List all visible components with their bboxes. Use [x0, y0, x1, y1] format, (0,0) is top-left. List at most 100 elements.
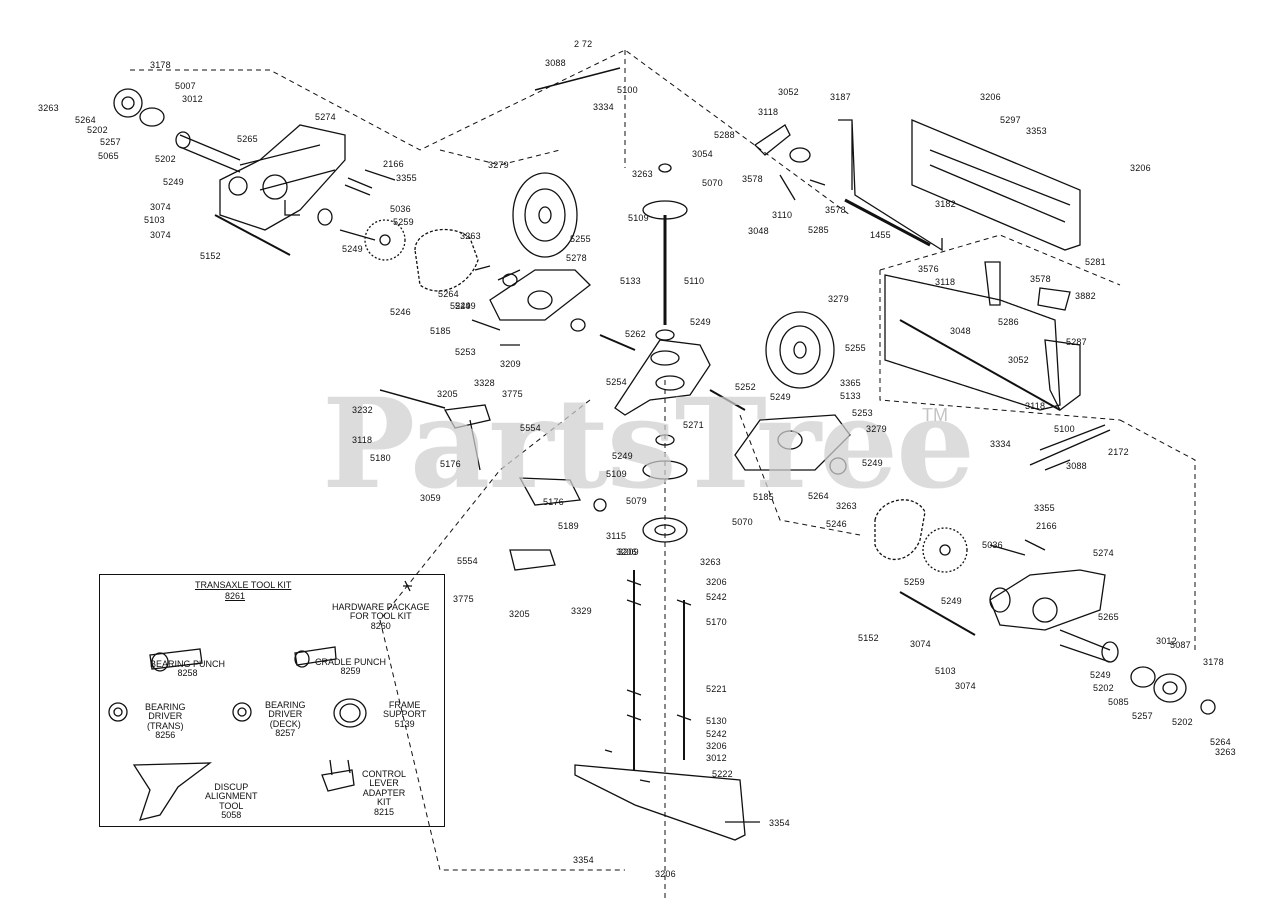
part-callout: 5103 — [935, 666, 956, 676]
part-callout: 5253 — [852, 408, 873, 418]
part-callout: 3074 — [150, 202, 171, 212]
part-callout: 3012 — [182, 94, 203, 104]
part-callout: 5264 — [1210, 737, 1231, 747]
part-callout: 5246 — [826, 519, 847, 529]
part-callout: 5249 — [690, 317, 711, 327]
part-callout: 5185 — [753, 492, 774, 502]
part-callout: 5246 — [390, 307, 411, 317]
part-callout: 5264 — [75, 115, 96, 125]
part-callout: 5242 — [706, 592, 727, 602]
left-transaxle-drawing — [113, 88, 406, 261]
part-callout: 3354 — [769, 818, 790, 828]
part-callout: 5249 — [941, 596, 962, 606]
watermark: PartsTree — [322, 372, 975, 517]
part-callout: 3263 — [632, 169, 653, 179]
tool-kit-panel: TRANSAXLE TOOL KIT 8261 HARDWARE PACKAGE… — [99, 574, 445, 827]
part-callout: 5249 — [770, 392, 791, 402]
part-callout: 3118 — [1025, 401, 1046, 411]
part-callout: 5257 — [1132, 711, 1153, 721]
part-callout: 3206 — [1130, 163, 1151, 173]
part-callout: 3074 — [955, 681, 976, 691]
tool-kit-drawing — [108, 580, 412, 821]
part-callout: 5262 — [625, 329, 646, 339]
part-callout: 5202 — [155, 154, 176, 164]
part-callout: 5249 — [163, 177, 184, 187]
part-callout: 5036 — [982, 540, 1003, 550]
part-callout: 3263 — [700, 557, 721, 567]
part-callout: 5288 — [714, 130, 735, 140]
part-callout: 5259 — [393, 217, 414, 227]
part-callout: 2166 — [1036, 521, 1057, 531]
part-callout: 5249 — [342, 244, 363, 254]
part-callout: 3232 — [352, 405, 373, 415]
part-callout: 5271 — [683, 420, 704, 430]
part-callout: 5264 — [438, 289, 459, 299]
part-callout: 5133 — [840, 391, 861, 401]
part-callout: 3205 — [509, 609, 530, 619]
part-callout: 5007 — [175, 81, 196, 91]
part-callout: 5278 — [566, 253, 587, 263]
part-callout: 3118 — [935, 277, 956, 287]
part-callout: 5249 — [1090, 670, 1111, 680]
part-callout: 5087 — [1170, 640, 1191, 650]
part-callout: 5100 — [1054, 424, 1075, 434]
part-callout: 5085 — [1108, 697, 1129, 707]
part-callout: 3775 — [502, 389, 523, 399]
part-callout: 5252 — [735, 382, 756, 392]
part-callout: 3209 — [618, 547, 639, 557]
part-callout: 5109 — [628, 213, 649, 223]
part-callout: 3263 — [836, 501, 857, 511]
part-callout: 5274 — [1093, 548, 1114, 558]
part-callout: 5079 — [626, 496, 647, 506]
part-callout: 3279 — [828, 294, 849, 304]
part-callout: 3048 — [748, 226, 769, 236]
part-callout: 5202 — [87, 125, 108, 135]
part-callout: 3279 — [488, 160, 509, 170]
part-callout: 1455 — [870, 230, 891, 240]
part-callout: 3206 — [706, 577, 727, 587]
part-callout: 3353 — [1026, 126, 1047, 136]
part-callout: 5265 — [237, 134, 258, 144]
part-callout: 3206 — [980, 92, 1001, 102]
part-callout: 5222 — [712, 769, 733, 779]
part-callout: 5255 — [845, 343, 866, 353]
part-callout: 5249 — [612, 451, 633, 461]
part-callout: 3059 — [420, 493, 441, 503]
part-callout: 3263 — [38, 103, 59, 113]
part-callout: 3052 — [1008, 355, 1029, 365]
part-callout: 5285 — [808, 225, 829, 235]
part-callout: 5100 — [617, 85, 638, 95]
part-callout: 5249 — [455, 301, 476, 311]
right-chain-drawing — [709, 311, 968, 573]
part-callout: 3178 — [150, 60, 171, 70]
frame-bracket-drawing — [534, 67, 1111, 471]
part-callout: 5255 — [570, 234, 591, 244]
part-callout: 3118 — [352, 435, 373, 445]
part-callout: 3263 — [460, 231, 481, 241]
part-callout: 5036 — [390, 204, 411, 214]
part-callout: 5259 — [904, 577, 925, 587]
part-callout: 5221 — [706, 684, 727, 694]
part-callout: 3088 — [545, 58, 566, 68]
part-callout: 5202 — [1172, 717, 1193, 727]
part-callout: 3882 — [1075, 291, 1096, 301]
part-callout: 3206 — [655, 869, 676, 879]
part-callout: 3074 — [150, 230, 171, 240]
linkage-drawing — [379, 389, 607, 571]
part-callout: 5070 — [702, 178, 723, 188]
part-callout: 3048 — [950, 326, 971, 336]
part-callout: 3012 — [706, 753, 727, 763]
part-callout: 3012 — [1156, 636, 1177, 646]
part-callout: 3329 — [571, 606, 592, 616]
part-callout: 3178 — [1203, 657, 1224, 667]
part-callout: 5152 — [858, 633, 879, 643]
part-callout: 3115 — [606, 531, 627, 541]
part-callout: 5287 — [1066, 337, 1087, 347]
part-callout: 5286 — [998, 317, 1019, 327]
part-callout: 5264 — [808, 491, 829, 501]
